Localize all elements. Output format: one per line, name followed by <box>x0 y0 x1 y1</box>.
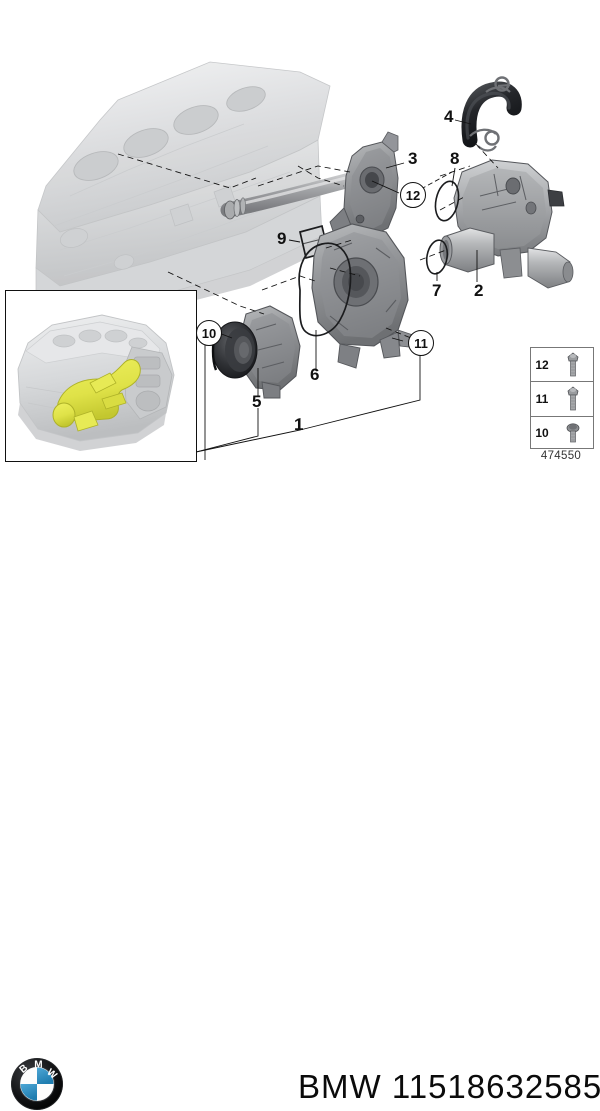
o-ring-7 <box>425 239 449 275</box>
engine-block-ghost <box>35 61 331 330</box>
highlighted-assembly <box>52 359 141 432</box>
legend-number-10: 10 <box>535 426 549 441</box>
callout-9: 9 <box>277 229 287 248</box>
footer-bar: B M W BMW 11518632585 <box>0 520 600 1110</box>
legend-row-10: 10 <box>531 417 593 450</box>
bmw-roundel-logo: B M W <box>11 1058 63 1110</box>
callout-8: 8 <box>450 149 460 168</box>
legend-number-12: 12 <box>535 357 549 372</box>
legend-row-11: 11 <box>531 382 593 417</box>
water-pump-5 <box>211 305 301 399</box>
legend-row-12: 12 <box>531 348 593 383</box>
callout-5: 5 <box>252 392 262 411</box>
pump-gasket-6 <box>298 242 352 337</box>
diagram-reference-number: 474550 <box>540 450 582 462</box>
callout-3: 3 <box>408 149 418 168</box>
callout-7: 7 <box>432 281 442 300</box>
water-pump-housing <box>311 223 419 369</box>
legend-number-11: 11 <box>535 391 549 406</box>
callout-4: 4 <box>444 107 454 126</box>
leader-lines <box>117 119 499 460</box>
callout-1: 1 <box>294 415 304 434</box>
coolant-pipe-housing-2 <box>439 159 574 289</box>
callout-6: 6 <box>310 365 320 384</box>
hex-head-bolt-icon <box>553 385 593 413</box>
callout-10: 10 <box>196 320 222 346</box>
brand-part-number: BMW 11518632585 <box>298 1068 600 1105</box>
coolant-hose-4 <box>461 76 522 152</box>
callout-11: 11 <box>408 330 434 356</box>
callout-2: 2 <box>474 281 484 300</box>
hose-clamp-upper <box>485 76 511 93</box>
parts-diagram-page: 3 4 8 12 9 7 2 10 11 5 6 1 <box>0 61 600 1110</box>
mounting-bracket-3 <box>329 131 399 241</box>
hex-head-bolt-icon <box>553 351 593 379</box>
callout-12: 12 <box>400 182 426 208</box>
exploded-diagram-artwork <box>35 61 574 460</box>
svg-text:M: M <box>34 1059 42 1070</box>
o-ring-8 <box>434 180 460 222</box>
flange-head-bolt-icon <box>553 420 593 446</box>
inset-artwork <box>6 291 196 461</box>
engine-overview-inset <box>5 290 197 462</box>
fastener-legend: 12 11 <box>530 347 594 449</box>
